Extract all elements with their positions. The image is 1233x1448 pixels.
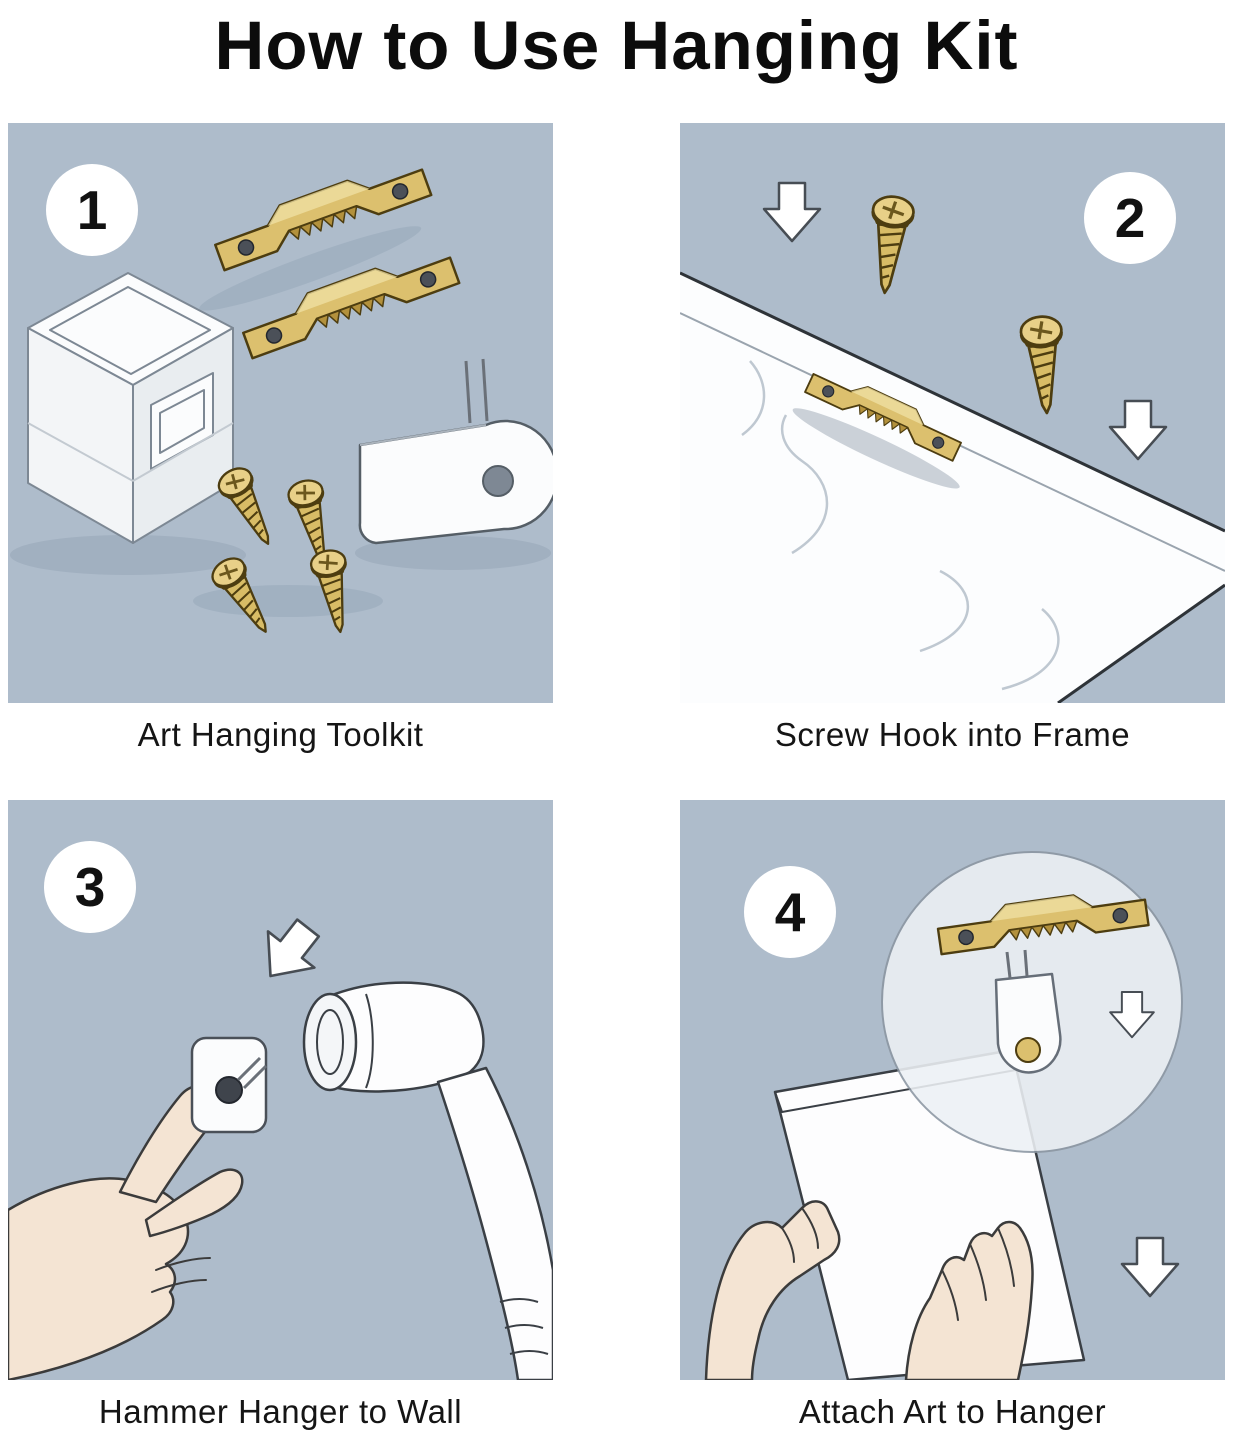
hammer-icon [302,981,553,1380]
step-number-badge: 4 [744,866,836,958]
wall-hook-icon [994,949,1062,1074]
wood-grain [741,360,829,555]
panel-step-3: 3 [8,800,553,1380]
step-1-cell: 1 Art Hanging Toolkit [8,123,553,754]
step-4-cell: 4 Attach Art to Hanger [680,800,1225,1431]
storage-box-icon [27,272,234,544]
panel-step-4: 4 [680,800,1225,1380]
panel-step-2: 2 [680,123,1225,703]
down-arrow-icon [762,181,822,243]
screw-icon [212,461,285,554]
panel-step-1: 1 [8,123,553,703]
wall-hook-icon [358,358,553,545]
step-number: 4 [774,881,806,943]
wood-grain [919,569,1060,691]
steps-grid: 1 Art Hanging Toolkit [0,123,1233,1431]
shadow [792,408,960,489]
step-4-illustration [704,851,1183,1380]
step-2-illustration [680,181,1225,703]
step-3-cell: 3 Hammer Hanger to Wall [8,800,553,1431]
shadow [355,536,551,570]
step-number-badge: 1 [46,164,138,256]
left-hand-icon [704,1200,841,1380]
step-4-caption: Attach Art to Hanger [798,1393,1107,1430]
page-title: How to Use Hanging Kit [214,7,1019,84]
right-hand-icon [904,1220,1034,1380]
step-1-caption: Art Hanging Toolkit [137,716,424,753]
screw-icon [862,193,917,297]
step-number: 1 [76,179,108,241]
step-2-caption: Screw Hook into Frame [774,716,1131,753]
shadow [10,535,246,575]
down-arrow-icon [246,908,333,996]
down-arrow-icon [1120,1236,1180,1298]
step-number: 2 [1114,187,1146,249]
wall-hanger-icon [190,1036,268,1134]
step-3-illustration [8,908,553,1380]
hand-icon [8,1084,244,1380]
screw-icon [1018,313,1069,417]
down-arrow-icon [1108,399,1168,461]
shadow [193,585,383,617]
step-number: 3 [74,856,106,918]
magnifier-circle [881,851,1183,1153]
step-3-caption: Hammer Hanger to Wall [98,1393,463,1430]
shadow [199,226,422,311]
step-number-badge: 2 [1084,172,1176,264]
step-number-badge: 3 [44,841,136,933]
step-2-cell: 2 Screw Hook into Frame [680,123,1225,754]
step-1-illustration [10,154,553,643]
